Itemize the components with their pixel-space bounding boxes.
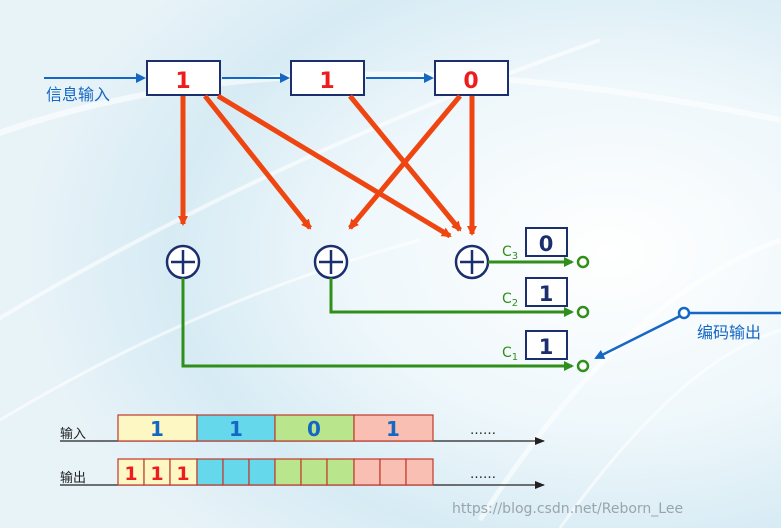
c1-terminal (576, 359, 590, 373)
register-3-value: 0 (463, 69, 478, 94)
output-lines (181, 257, 574, 371)
input-cell-1 (117, 414, 198, 442)
c2-terminal (576, 305, 590, 319)
adder-1 (165, 244, 201, 280)
c3-terminal (576, 255, 590, 269)
c2-line (329, 278, 574, 317)
output-cell (326, 458, 355, 486)
output-bit-1: 1 (124, 463, 137, 485)
register-2-value: 1 (319, 69, 334, 94)
input-cell-4 (353, 414, 434, 442)
output-cell (274, 458, 302, 486)
output-label: 编码输出 (697, 323, 761, 342)
output-bit-3: 1 (176, 463, 189, 485)
output-c1: C1 1 (502, 330, 568, 363)
c1-label: C1 (502, 345, 518, 363)
input-cell-2 (196, 414, 276, 442)
output-cell (196, 458, 224, 486)
register-1-value: 1 (175, 69, 190, 94)
input-bit-3: 0 (307, 417, 321, 441)
adder-2 (313, 244, 349, 280)
input-cell-3 (274, 414, 355, 442)
output-cell (222, 458, 250, 486)
output-cell (353, 458, 381, 486)
input-sequence: 1 1 0 1 (117, 414, 434, 442)
input-label: 信息输入 (46, 85, 110, 104)
tap-r3-to-adder2 (348, 94, 462, 230)
c1-line (181, 278, 574, 371)
c3-value: 0 (539, 232, 554, 256)
output-cell (117, 458, 145, 486)
c2-value: 1 (539, 282, 554, 306)
register-1: 1 (146, 60, 221, 96)
output-sequence (117, 458, 434, 486)
input-bit-2: 1 (229, 417, 243, 441)
c3-label: C3 (502, 244, 518, 262)
input-bit-1: 1 (150, 417, 164, 441)
tap-r1-to-adder3 (216, 93, 452, 239)
switch-pivot (677, 306, 691, 320)
output-c2: C2 1 (502, 277, 568, 309)
seq-input-label: 输入 (60, 426, 86, 442)
tap-connections (178, 93, 477, 239)
watermark: https://blog.csdn.net/Reborn_Lee (452, 501, 683, 517)
seq-output-ellipsis: …… (470, 467, 496, 482)
output-bit-2: 1 (150, 463, 163, 485)
output-cell (248, 458, 276, 486)
register-2: 1 (290, 60, 365, 96)
commutator-switch (594, 314, 681, 360)
seq-input-ellipsis: …… (470, 423, 496, 438)
input-bit-4: 1 (386, 417, 400, 441)
seq-output-label: 输出 (60, 470, 86, 486)
register-3: 0 (434, 60, 509, 96)
output-cell (169, 458, 198, 486)
output-terminals (576, 255, 590, 373)
c1-value: 1 (539, 335, 554, 359)
output-c3: C3 0 (502, 227, 568, 262)
output-cell (300, 458, 328, 486)
adder-3 (454, 244, 490, 280)
output-cell (379, 458, 407, 486)
tap-r1-to-adder2 (203, 94, 312, 230)
output-cell (405, 458, 434, 486)
c2-label: C2 (502, 291, 518, 309)
